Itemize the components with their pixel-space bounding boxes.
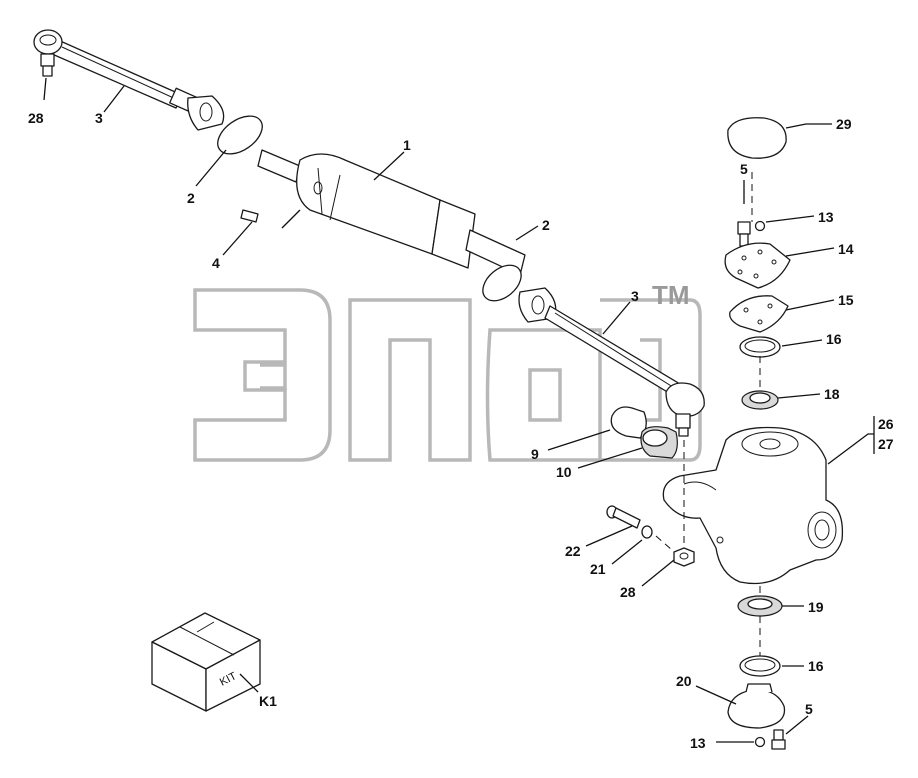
callout-2-lower: 2 [542,217,550,233]
callout-5-upper: 5 [740,161,748,177]
callout-21: 21 [590,561,606,577]
callout-27: 27 [878,436,894,452]
callout-29: 29 [836,116,852,132]
callout-labels: 28 3 2 4 1 2 3 29 5 13 14 15 16 18 26 27… [28,110,894,751]
bolt-22 [606,505,641,529]
callout-22: 22 [565,543,581,559]
watermark-logo: TM [193,280,702,462]
steering-cylinder [257,149,526,276]
leader-lines [43,77,875,743]
fitting-13-lower [754,736,766,748]
callout-2-upper: 2 [187,190,195,206]
callout-13-upper: 13 [818,209,834,225]
seal-16-upper [739,336,781,358]
steering-knuckle [662,426,844,585]
callout-28-lower: 28 [620,584,636,600]
callout-3-lower: 3 [631,288,639,304]
seal-16-lower [739,655,781,677]
callout-15: 15 [838,292,854,308]
callout-1: 1 [403,137,411,153]
callout-4: 4 [212,255,220,271]
callout-16-upper: 16 [826,331,842,347]
callout-10: 10 [556,464,572,480]
cap-29 [727,117,787,159]
lower-cap-20 [727,683,786,729]
tie-rod-upper [51,39,197,113]
assembly-axes [655,172,761,656]
ball-joint-lower [665,382,705,437]
nut-28 [673,547,695,567]
kit-box: KIT [151,612,261,712]
gasket-15 [729,295,789,333]
grease-fitting [240,209,259,223]
trademark-mark: TM [652,280,690,310]
callout-20: 20 [676,673,692,689]
callout-28-upper: 28 [28,110,44,126]
callout-19: 19 [808,599,824,615]
callout-18: 18 [824,386,840,402]
bushing-10 [640,426,678,459]
fitting-13-upper [754,220,766,232]
bolt-5-upper [737,221,751,247]
plate-14 [724,242,791,289]
callout-13-lower: 13 [690,735,706,751]
callout-3-upper: 3 [95,110,103,126]
callout-5-lower: 5 [805,701,813,717]
callout-14: 14 [838,241,854,257]
callout-9: 9 [531,446,539,462]
o-ring-lower [482,264,522,302]
bearing-19 [737,595,783,617]
washer-21 [641,525,653,539]
bearing-18 [741,390,779,410]
bushing-9 [610,406,647,439]
ball-joint-upper [33,29,63,77]
adjuster-nut-upper [187,95,225,131]
bolt-5-lower [771,729,786,750]
callout-k1: K1 [259,693,277,709]
callout-16-lower: 16 [808,658,824,674]
callout-26: 26 [878,416,894,432]
o-ring-upper [217,115,263,155]
